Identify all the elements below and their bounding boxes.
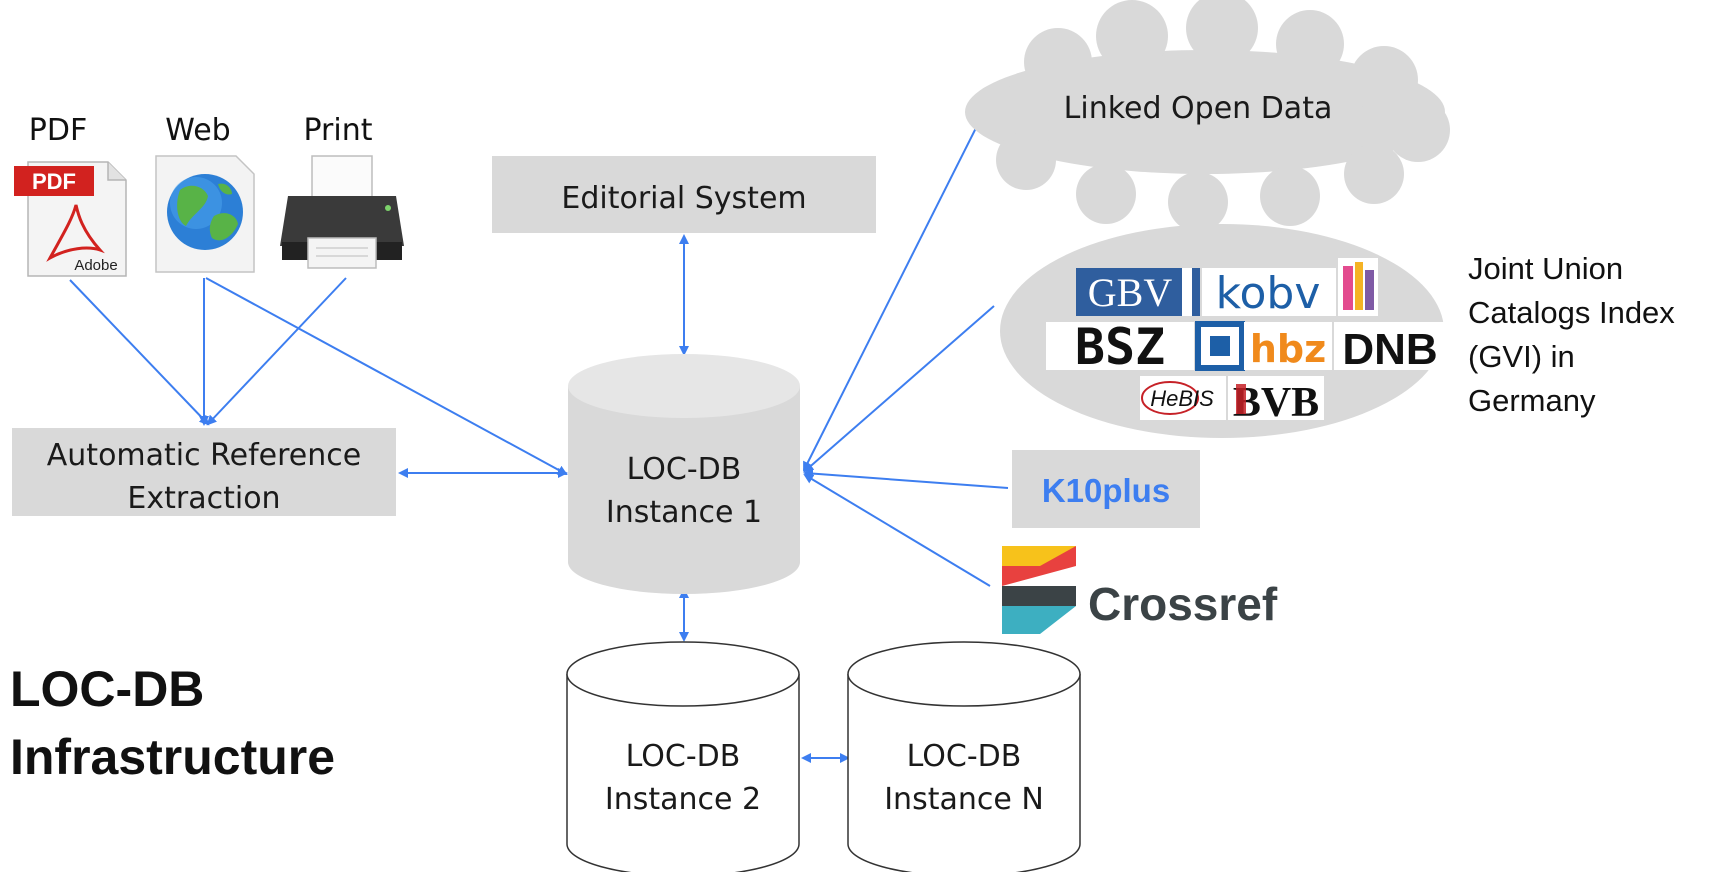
svg-text:kobv: kobv — [1216, 268, 1321, 319]
svg-text:GBV: GBV — [1088, 270, 1173, 315]
extraction-label-line2: Extraction — [127, 481, 280, 516]
source-web: Web — [155, 113, 255, 273]
k10plus-box: K10plus — [1012, 450, 1200, 528]
dnb-logo: DNB — [1334, 322, 1446, 374]
instance-1-label-line1: LOC-DB — [627, 452, 742, 487]
edge-crossref-instance1 — [803, 473, 991, 587]
instance-1-label-line2: Instance 1 — [606, 495, 762, 530]
svg-text:HeBIS: HeBIS — [1150, 386, 1214, 411]
web-label: Web — [165, 113, 230, 148]
crossref-logo: Crossref — [1002, 546, 1278, 634]
pdf-label: PDF — [29, 113, 87, 148]
svg-text:PDF: PDF — [32, 169, 76, 194]
svg-text:Germany: Germany — [1468, 383, 1596, 418]
edge-gvi-instance1 — [803, 305, 995, 473]
edge-k10plus-instance1 — [803, 468, 1009, 489]
instance-2-label-line1: LOC-DB — [626, 739, 741, 774]
crossref-label: Crossref — [1088, 578, 1278, 630]
zdb-icon — [1338, 258, 1378, 316]
instance-n-label-line1: LOC-DB — [907, 739, 1022, 774]
editorial-system-box: Editorial System — [492, 156, 876, 233]
svg-text:(GVI) in: (GVI) in — [1468, 339, 1575, 374]
title-line2: Infrastructure — [10, 729, 335, 785]
edges — [69, 111, 1009, 763]
bsz-logo: BSZ — [1046, 318, 1245, 376]
instance-1-cylinder: LOC-DB Instance 1 — [568, 354, 800, 594]
svg-text:BSZ: BSZ — [1075, 318, 1165, 376]
source-pdf: PDF PDF Adobe — [14, 113, 127, 277]
extraction-box: Automatic Reference Extraction — [12, 428, 396, 516]
edge-print-extraction — [206, 277, 347, 426]
hebis-logo: HeBIS — [1140, 376, 1226, 420]
instance-2-cylinder: LOC-DB Instance 2 — [566, 641, 800, 872]
gbv-logo: GBV — [1076, 268, 1200, 316]
k10plus-label: K10plus — [1042, 472, 1170, 509]
instance-n-label-line2: Instance N — [884, 782, 1044, 817]
bvb-logo: BVB — [1228, 376, 1324, 426]
svg-text:Joint Union: Joint Union — [1468, 251, 1623, 286]
edge-pdf-extraction — [69, 279, 210, 426]
title-line1: LOC-DB — [10, 661, 204, 717]
svg-text:Catalogs Index: Catalogs Index — [1468, 295, 1675, 330]
instance-2-label-line2: Instance 2 — [605, 782, 761, 817]
edge-web-instance1 — [205, 277, 568, 475]
linked-open-data-cloud: Linked Open Data — [965, 0, 1450, 232]
svg-text:hbz: hbz — [1250, 327, 1326, 371]
extraction-label-line1: Automatic Reference — [47, 438, 361, 473]
pdf-icon: PDF Adobe — [14, 161, 127, 277]
edge-lod-instance1 — [803, 111, 985, 472]
svg-text:Adobe: Adobe — [74, 257, 117, 274]
kobv-logo: kobv — [1202, 268, 1336, 319]
gvi-ellipse: GBV kobv BSZ hbz DNB HeBIS — [1000, 224, 1446, 438]
linked-open-data-label: Linked Open Data — [1064, 91, 1333, 126]
editorial-system-label: Editorial System — [561, 181, 806, 216]
svg-text:DNB: DNB — [1342, 325, 1437, 374]
svg-text:BVB: BVB — [1233, 380, 1319, 426]
instance-n-cylinder: LOC-DB Instance N — [847, 641, 1081, 872]
globe-icon — [155, 155, 255, 273]
source-print: Print — [280, 113, 404, 269]
gvi-caption: Joint Union Catalogs Index (GVI) in Germ… — [1468, 251, 1675, 418]
print-label: Print — [303, 113, 372, 148]
hbz-logo: hbz — [1244, 322, 1332, 371]
diagram-title: LOC-DB Infrastructure — [10, 661, 335, 785]
printer-icon — [280, 155, 404, 269]
